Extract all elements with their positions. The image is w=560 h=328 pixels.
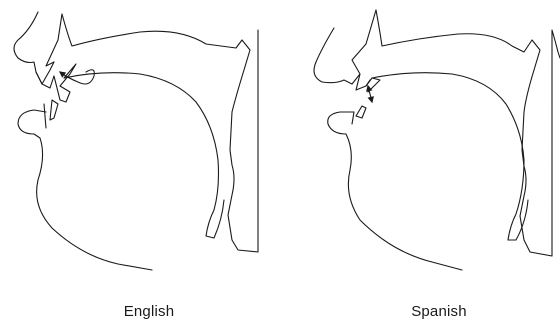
- english-tongue-body: [64, 73, 224, 238]
- spanish-lower-lip-jaw: [328, 112, 462, 270]
- english-caption: English: [89, 303, 209, 320]
- spanish-caption: Spanish: [379, 303, 499, 320]
- spanish-tongue-body: [372, 73, 528, 240]
- english-tongue-tip: [54, 64, 76, 102]
- spanish-vocal-tract: [314, 10, 560, 270]
- english-lower-teeth: [44, 100, 58, 128]
- spanish-nose-upper-lip: [314, 28, 360, 84]
- spanish-lower-teeth: [352, 106, 366, 124]
- english-lower-lip-jaw: [18, 110, 152, 270]
- english-vocal-tract: [14, 12, 258, 270]
- spanish-tongue-tip: [366, 78, 380, 92]
- english-palate: [62, 14, 258, 252]
- english-upper-teeth: [36, 14, 62, 88]
- spanish-palate: [376, 10, 560, 256]
- english-nose-upper-lip: [14, 12, 54, 84]
